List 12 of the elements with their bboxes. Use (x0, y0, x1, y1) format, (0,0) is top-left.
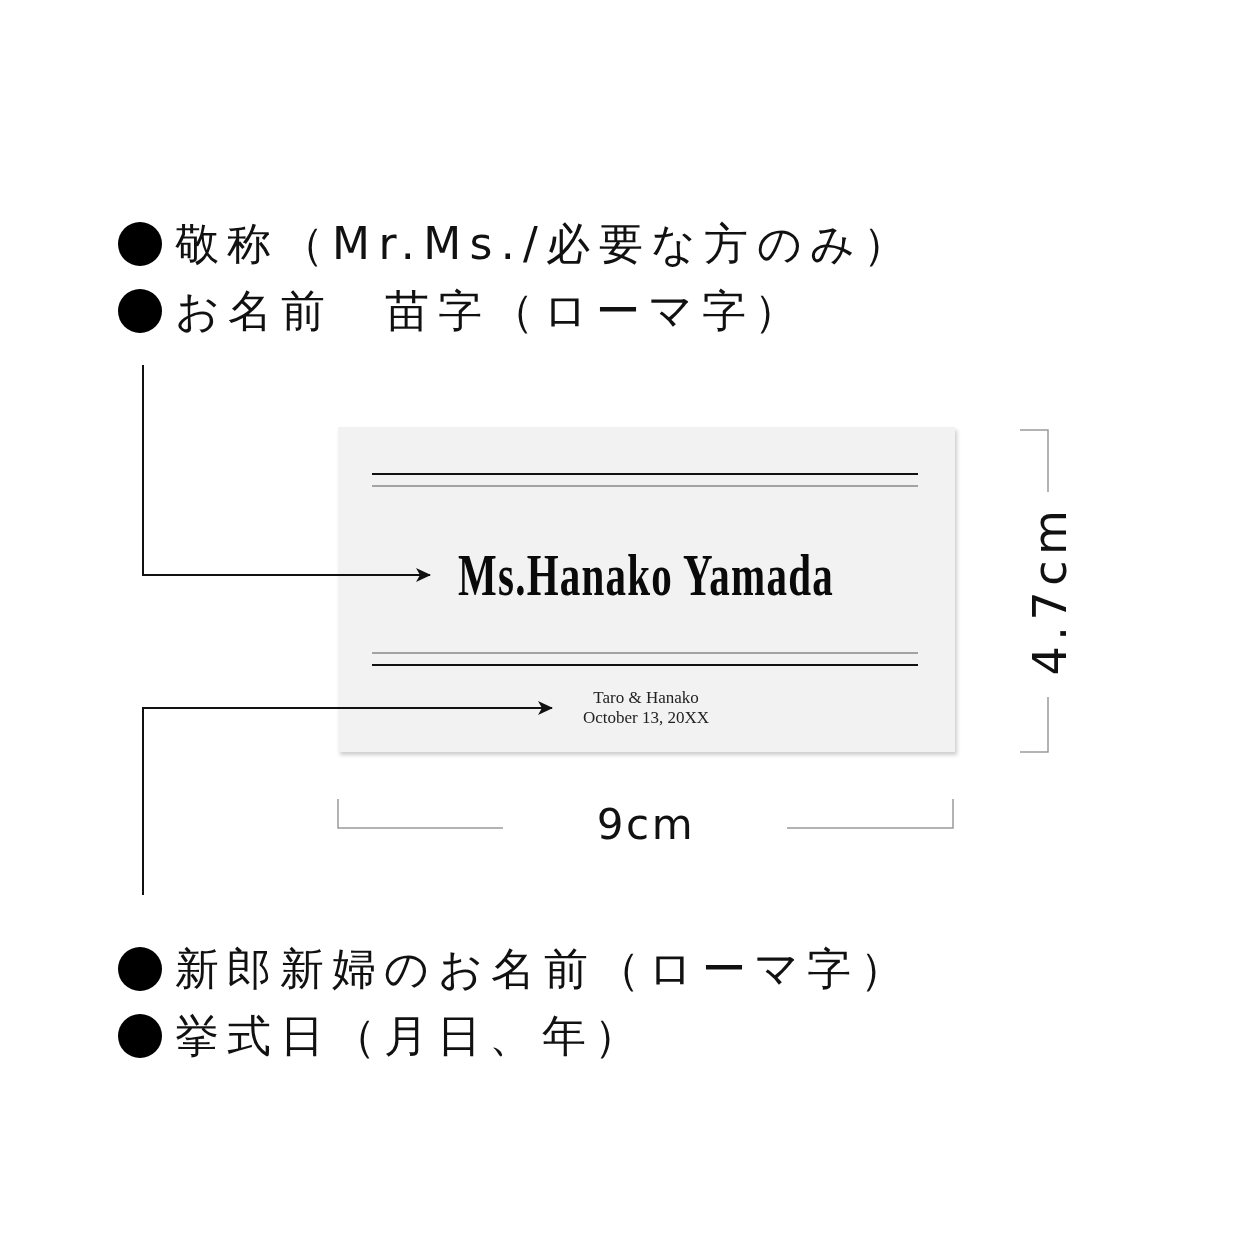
couple-names: Taro & Hanako (593, 688, 699, 708)
leader-line (142, 364, 431, 582)
callout-text: お名前 苗字（ローマ字） (175, 288, 807, 333)
callout-text: 挙式日（月日、年） (175, 1013, 647, 1058)
place-card (338, 427, 955, 752)
dimension-label: 9cm (596, 804, 696, 846)
leader-line (142, 701, 553, 896)
dimension-label: 4.7cm (1027, 504, 1073, 676)
callout-text: 新郎新婦のお名前（ローマ字） (175, 946, 913, 991)
wedding-date: October 13, 20XX (582, 708, 710, 728)
callout-text: 敬称（Mr.Ms./必要な方のみ） (175, 221, 916, 266)
guest-name: Ms.Hanako Yamada (458, 545, 834, 605)
